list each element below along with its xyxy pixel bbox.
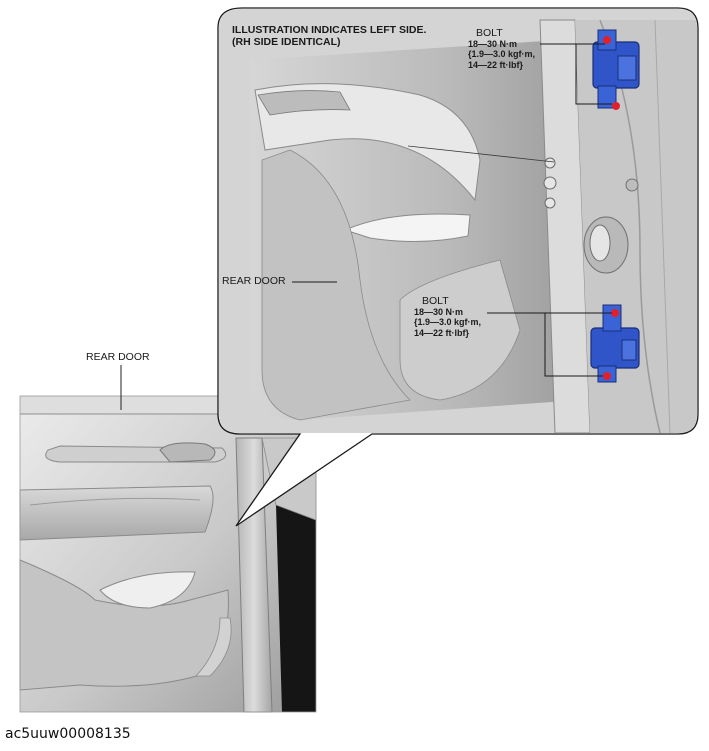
upper-bolt-torque-kgf: {1.9—3.0 kgf·m, xyxy=(468,49,536,60)
lower-bolt-torque-nm: 18—30 N·m xyxy=(414,307,464,318)
bolt-marker xyxy=(612,102,620,110)
upper-bolt-name: BOLT xyxy=(476,27,503,39)
upper-bolt-label: BOLT 18—30 N·m {1.9—3.0 kgf·m, 14—22 ft·… xyxy=(468,27,535,70)
rear-door-main-label: REAR DOOR xyxy=(86,351,150,363)
lower-bolt-label: BOLT 18—30 N·m {1.9—3.0 kgf·m, 14—22 ft·… xyxy=(414,295,481,338)
lower-bolt-torque-kgf: {1.9—3.0 kgf·m, xyxy=(414,317,482,328)
upper-hinge xyxy=(592,29,640,110)
callout-title-line1: ILLUSTRATION INDICATES LEFT SIDE. xyxy=(232,24,427,36)
upper-bolt-torque-ftlbf: 14—22 ft·lbf} xyxy=(468,59,524,70)
lower-bolt-name: BOLT xyxy=(422,295,449,307)
rear-door-inset-label: REAR DOOR xyxy=(222,275,286,287)
lower-bolt-torque-ftlbf: 14—22 ft·lbf} xyxy=(414,327,470,338)
callout-note: ILLUSTRATION INDICATES LEFT SIDE. (RH SI… xyxy=(232,24,426,48)
upper-bolt-torque-nm: 18—30 N·m xyxy=(468,39,518,50)
bolt-leader-lines xyxy=(487,43,612,377)
callout-title-line2: (RH SIDE IDENTICAL) xyxy=(232,36,341,49)
latch-leader xyxy=(407,145,555,163)
lower-hinge xyxy=(590,304,640,383)
bolt-marker xyxy=(611,309,619,317)
rear-door-full-view xyxy=(19,395,317,713)
bolt-marker xyxy=(603,36,611,44)
figure-id: ac5uuw00008135 xyxy=(5,726,131,742)
bolt-marker xyxy=(603,372,611,380)
callout-detail-view xyxy=(219,9,697,433)
